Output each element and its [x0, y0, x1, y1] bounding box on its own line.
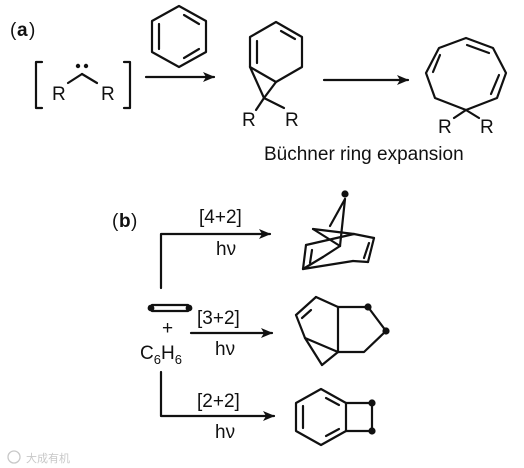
carbene-electron-1	[75, 63, 81, 69]
norcaradiene: R R	[242, 20, 304, 131]
alkyne-dot-right	[185, 304, 193, 312]
svg-text:a: a	[17, 20, 28, 41]
svg-text:(: (	[10, 20, 17, 41]
condition-3-bottom: hν	[215, 422, 235, 443]
panel-a-label: ( a )	[10, 20, 35, 41]
condition-2-top: [3+2]	[197, 308, 240, 329]
condition-3-top: [2+2]	[197, 391, 240, 412]
svg-text:b: b	[119, 211, 131, 232]
alkyne-dot-left	[147, 304, 155, 312]
svg-text:): )	[29, 20, 35, 41]
left-bracket	[34, 60, 44, 110]
carbene: R R	[34, 60, 132, 110]
carbene-r-right: R	[101, 84, 115, 105]
cycloheptatriene-r2: R	[480, 117, 494, 138]
condition-1-bottom: hν	[216, 239, 236, 260]
product-2-2-bicyclic	[294, 387, 376, 447]
carbene-r-left: R	[52, 84, 66, 105]
benzene-reagent	[150, 4, 208, 69]
product-3-2-tricyclic	[294, 295, 390, 367]
product-4-2-bicyclic	[301, 190, 376, 271]
branch-bottom	[159, 370, 276, 421]
right-bracket	[122, 60, 132, 110]
norcaradiene-r2: R	[285, 110, 299, 131]
watermark: 大成有机	[7, 450, 70, 465]
branch-top	[159, 229, 272, 290]
svg-text:): )	[131, 211, 137, 232]
carbene-electron-2	[83, 63, 89, 69]
cycloheptatriene: R R	[424, 36, 508, 138]
carbene-bond-right	[80, 72, 99, 85]
carbene-bond-left	[66, 72, 84, 85]
svg-text:大成有机: 大成有机	[26, 451, 70, 465]
svg-text:(: (	[112, 211, 119, 232]
condition-2-bottom: hν	[215, 339, 235, 360]
condition-1-top: [4+2]	[199, 207, 242, 228]
benzene-formula: C6H6	[140, 343, 182, 367]
norcaradiene-r1: R	[242, 110, 256, 131]
reactants: + C6H6	[140, 303, 193, 367]
buchner-caption: Büchner ring expansion	[264, 144, 464, 165]
plus-sign: +	[162, 318, 173, 339]
cycloheptatriene-r1: R	[438, 117, 452, 138]
panel-b-label: ( b )	[112, 211, 137, 232]
